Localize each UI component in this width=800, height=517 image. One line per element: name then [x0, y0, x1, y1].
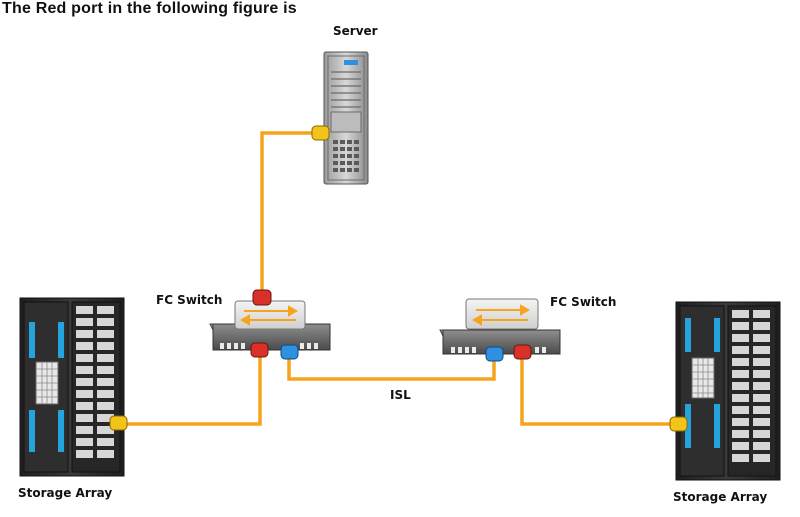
isl-label: ISL	[390, 388, 411, 402]
storage-array-left	[19, 297, 125, 477]
fc-switch-left-label: FC Switch	[156, 293, 223, 307]
storage-array-right	[675, 301, 781, 481]
blue-port-switch-right	[485, 346, 504, 362]
fc-switch-right	[439, 298, 561, 355]
blue-port-switch-left	[280, 344, 299, 360]
cable-server-to-left-switch	[260, 131, 322, 298]
fc-switch-right-label: FC Switch	[550, 295, 617, 309]
storage-left-port-yellow	[109, 415, 128, 431]
server-label: Server	[333, 24, 378, 38]
cables	[122, 131, 680, 426]
red-port-switch-left-top	[252, 289, 272, 306]
question-text: The Red port in the following figure is	[2, 0, 297, 17]
red-port-switch-right	[513, 344, 532, 360]
cable-right-switch-to-right-storage	[520, 356, 680, 426]
cable-isl	[287, 352, 496, 381]
storage-right-port-yellow	[669, 416, 688, 432]
server-hba-port-yellow	[311, 125, 330, 141]
server	[323, 51, 369, 185]
fc-switch-left	[209, 300, 331, 351]
storage-array-left-label: Storage Array	[18, 486, 113, 500]
red-port-switch-left-front	[250, 342, 269, 358]
cable-left-switch-to-left-storage	[122, 350, 262, 426]
storage-array-right-label: Storage Array	[673, 490, 768, 504]
